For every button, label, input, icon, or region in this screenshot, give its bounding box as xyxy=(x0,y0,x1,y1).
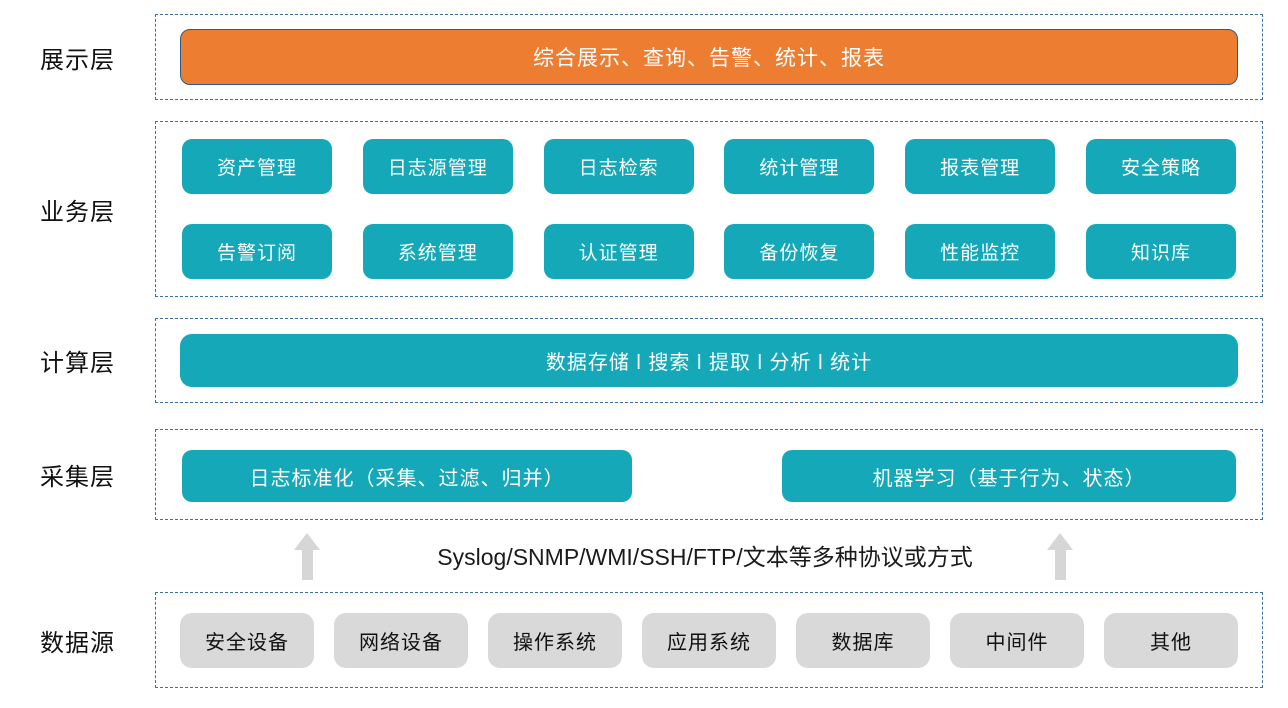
up-arrow-icon xyxy=(294,533,320,580)
up-arrow-head xyxy=(294,533,320,550)
up-arrow-icon xyxy=(1047,533,1073,580)
business-box-stats-mgmt: 统计管理 xyxy=(724,139,875,194)
datasource-box-network-device: 网络设备 xyxy=(334,613,468,668)
presentation-container: 综合展示、查询、告警、统计、报表 xyxy=(155,14,1263,100)
computing-banner: 数据存储 l 搜索 l 提取 l 分析 l 统计 xyxy=(180,334,1238,387)
business-box-perf-monitor: 性能监控 xyxy=(905,224,1056,279)
business-box-auth-mgmt: 认证管理 xyxy=(543,224,694,279)
up-arrow-head xyxy=(1047,533,1073,550)
datasource-box-os: 操作系统 xyxy=(488,613,622,668)
layer-presentation: 展示层 综合展示、查询、告警、统计、报表 xyxy=(0,14,1288,100)
up-arrow-stem xyxy=(1054,550,1066,580)
datasource-box-middleware: 中间件 xyxy=(950,613,1084,668)
business-box-asset-mgmt: 资产管理 xyxy=(182,139,332,194)
datasource-box-database: 数据库 xyxy=(796,613,930,668)
business-box-report-mgmt: 报表管理 xyxy=(905,139,1056,194)
layer-computing: 计算层 数据存储 l 搜索 l 提取 l 分析 l 统计 xyxy=(0,318,1288,403)
business-box-log-search: 日志检索 xyxy=(543,139,694,194)
datasource-grid: 安全设备 网络设备 操作系统 应用系统 数据库 中间件 其他 xyxy=(156,593,1262,687)
layer-label-collection: 采集层 xyxy=(40,464,115,491)
collection-grid: 日志标准化（采集、过滤、归并） 机器学习（基于行为、状态） xyxy=(156,430,1262,519)
collection-box-machine-learning: 机器学习（基于行为、状态） xyxy=(782,450,1236,502)
layer-label-computing: 计算层 xyxy=(40,350,115,377)
layer-collection: 采集层 日志标准化（采集、过滤、归并） 机器学习（基于行为、状态） xyxy=(0,429,1288,520)
business-box-logsource-mgmt: 日志源管理 xyxy=(362,139,513,194)
business-row-1: 资产管理 日志源管理 日志检索 统计管理 报表管理 安全策略 xyxy=(182,139,1236,194)
business-box-backup-restore: 备份恢复 xyxy=(724,224,875,279)
up-arrow-stem xyxy=(301,550,313,580)
layer-label-datasource: 数据源 xyxy=(40,629,115,657)
datasource-box-app-system: 应用系统 xyxy=(642,613,776,668)
layer-datasource: 数据源 安全设备 网络设备 操作系统 应用系统 数据库 中间件 其他 xyxy=(0,592,1288,688)
presentation-banner: 综合展示、查询、告警、统计、报表 xyxy=(180,29,1238,85)
protocol-text: Syslog/SNMP/WMI/SSH/FTP/文本等多种协议或方式 xyxy=(437,544,973,570)
layer-label-presentation: 展示层 xyxy=(40,46,115,74)
business-box-security-policy: 安全策略 xyxy=(1085,139,1236,194)
collection-box-log-normalization: 日志标准化（采集、过滤、归并） xyxy=(182,450,632,502)
business-container: 资产管理 日志源管理 日志检索 统计管理 报表管理 安全策略 告警订阅 系统管理… xyxy=(155,121,1263,297)
business-grid: 资产管理 日志源管理 日志检索 统计管理 报表管理 安全策略 告警订阅 系统管理… xyxy=(156,122,1262,296)
collection-container: 日志标准化（采集、过滤、归并） 机器学习（基于行为、状态） xyxy=(155,429,1263,520)
datasource-box-other: 其他 xyxy=(1104,613,1238,668)
business-box-system-mgmt: 系统管理 xyxy=(362,224,513,279)
datasource-container: 安全设备 网络设备 操作系统 应用系统 数据库 中间件 其他 xyxy=(155,592,1263,688)
business-box-alert-subscribe: 告警订阅 xyxy=(182,224,332,279)
business-row-2: 告警订阅 系统管理 认证管理 备份恢复 性能监控 知识库 xyxy=(182,224,1236,279)
business-box-knowledge-base: 知识库 xyxy=(1085,224,1236,279)
layer-label-business: 业务层 xyxy=(40,198,115,226)
computing-container: 数据存储 l 搜索 l 提取 l 分析 l 统计 xyxy=(155,318,1263,403)
layer-business: 业务层 资产管理 日志源管理 日志检索 统计管理 报表管理 安全策略 告警订阅 … xyxy=(0,121,1288,297)
datasource-box-security-device: 安全设备 xyxy=(180,613,314,668)
